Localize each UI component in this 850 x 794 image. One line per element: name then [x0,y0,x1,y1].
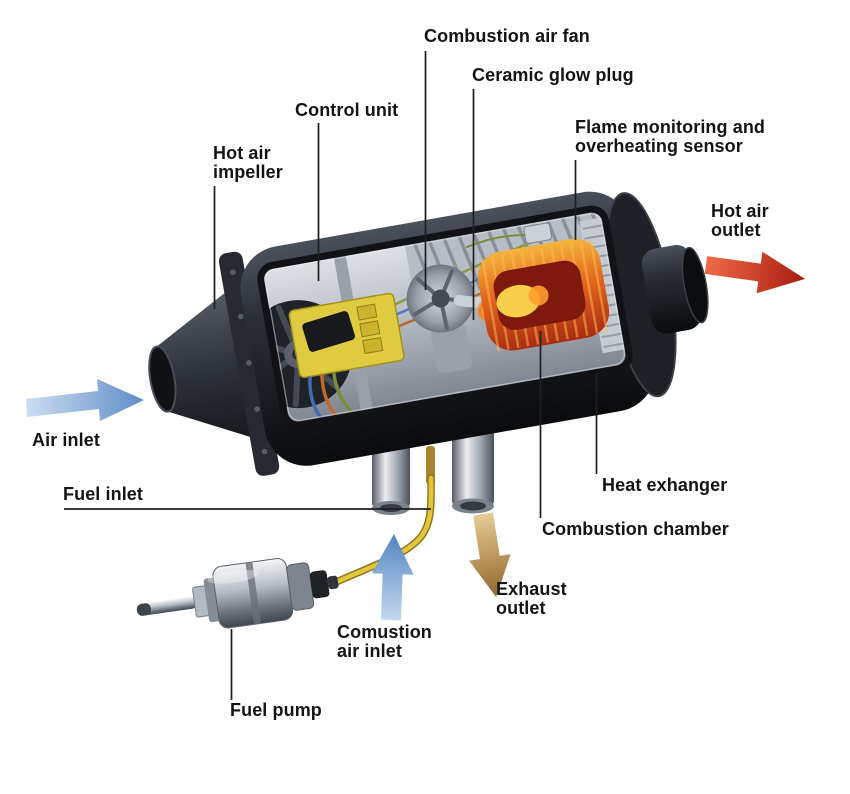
label-combustion-air-fan: Combustion air fan [424,26,590,46]
cutaway-edge [257,205,633,429]
heater-body [148,191,709,476]
label-heat-exchanger: Heat exhanger [602,475,728,495]
label-fuel-pump: Fuel pump [230,700,322,720]
leader-lines [64,51,598,700]
fuel-inlet-stub [426,446,435,484]
air-inlet-arrow [26,379,144,421]
label-hot-air-outlet: Hot air outlet [711,201,769,241]
label-hot-air-impeller: Hot air impeller [213,143,283,183]
label-control-unit: Control unit [295,100,399,120]
air-inlet-opening [148,345,177,413]
combustion-air-inlet-arrow [371,534,414,621]
control-unit-board [288,292,405,428]
label-air-inlet: Air inlet [32,430,100,450]
fuel-pump-illustration [136,558,339,629]
label-ceramic-glow-plug: Ceramic glow plug [472,65,634,85]
air-inlet-cone [156,290,255,439]
hot-air-outlet-arrow [704,251,806,294]
cutaway-edge-highlight [264,213,626,421]
label-flame-sensor: Flame monitoring and overheating sensor [575,117,766,157]
flame-sensor-illustration [465,222,553,249]
label-exhaust-outlet: Exhaust outlet [496,579,567,619]
label-fuel-inlet: Fuel inlet [63,484,144,504]
exhaust-outlet-arrow [469,512,511,597]
combustion-chamber-illustration [477,238,610,352]
exhaust-pipe [452,426,494,514]
hot-air-outlet-opening [681,246,709,324]
fuel-line [330,474,435,587]
flange-bolts [230,269,268,455]
label-combustion-chamber: Combustion chamber [542,519,729,539]
label-combustion-air-inlet: Comustion air inlet [337,622,432,662]
combustion-air-fan-illustration [406,264,475,373]
